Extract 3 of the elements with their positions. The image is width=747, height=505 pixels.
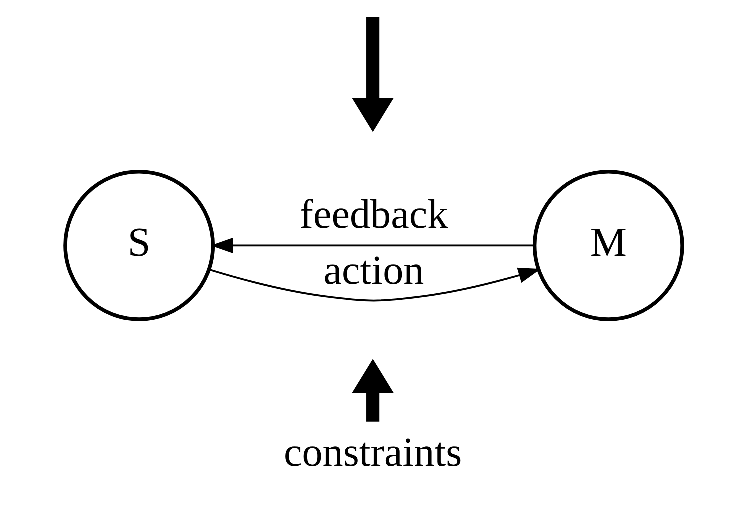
node-text: constraints bbox=[283, 428, 462, 475]
edge-label: feedback bbox=[299, 191, 448, 238]
edge-label: action bbox=[323, 247, 424, 294]
